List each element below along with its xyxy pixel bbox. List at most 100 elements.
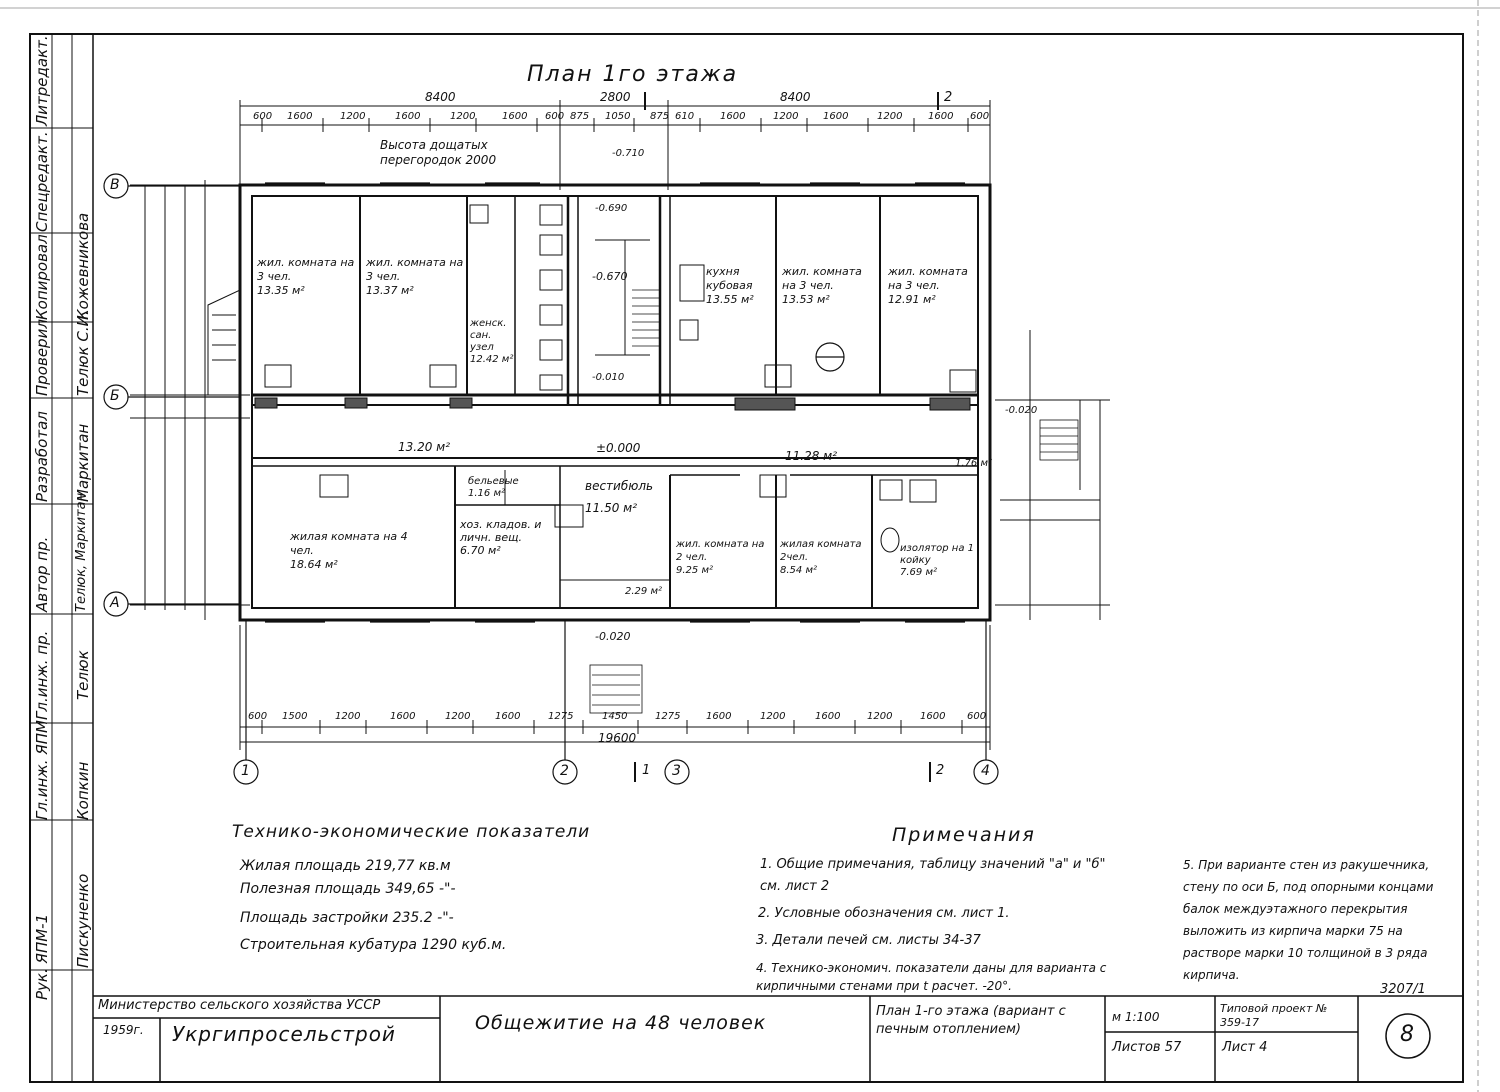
- project-name: Общежитие на 48 человек: [475, 1012, 767, 1034]
- notes-heading: Примечания: [892, 824, 1036, 846]
- room-label: жилая комната 2чел.8.54 м²: [780, 539, 862, 576]
- stamp-role-3: Гл.инж. пр.: [33, 630, 51, 720]
- stamp-role-1: Рук. ЯПМ-1: [33, 913, 51, 1000]
- level-mark: -0.020: [1005, 405, 1038, 416]
- porch-left: [207, 289, 241, 396]
- dim-bottom-overall: 19600: [598, 731, 637, 745]
- dim-top-right: 8400: [780, 90, 811, 104]
- dim-top-seg: 1600: [287, 111, 313, 122]
- dim-bottom-seg: 1600: [495, 711, 521, 722]
- side-stamp-grid: [30, 127, 93, 971]
- sheets-total: Листов 57: [1112, 1040, 1182, 1055]
- dim-bottom-seg: 1600: [706, 711, 732, 722]
- stamp-name-4: Телюк, Маркитан: [74, 492, 89, 612]
- drawing-title: План 1го этажа: [527, 62, 739, 87]
- dim-bottom-seg: 1450: [602, 711, 628, 722]
- dim-bottom-seg: 1200: [760, 711, 786, 722]
- window-openings: [265, 182, 965, 623]
- note-item: 3. Детали печей см. листы 34-37: [756, 933, 981, 948]
- dim-top-seg: 600: [545, 111, 565, 122]
- dim-top-middle: 2800: [600, 90, 631, 104]
- corridor-area: 13.20 м²: [398, 440, 451, 454]
- stair-treads: [589, 289, 1079, 714]
- stamp-name-7: Кожевникова: [74, 212, 92, 320]
- room-label: жил. комната на 3 чел.13.53 м²: [782, 265, 862, 306]
- dim-bottom-seg: 1500: [282, 711, 308, 722]
- dim-top-seg: 600: [253, 111, 273, 122]
- dim-top-seg: 1200: [773, 111, 799, 122]
- tep-heading: Технико-экономические показатели: [232, 822, 591, 842]
- year: 1959г.: [103, 1023, 144, 1037]
- drawing-code: 3207/1: [1380, 982, 1426, 997]
- dim-top-seg: 1600: [823, 111, 849, 122]
- tep-row: Строительная кубатура 1290 куб.м.: [240, 937, 507, 953]
- dim-top-seg: 875: [650, 111, 670, 122]
- corridor-area: 2.29 м²: [625, 586, 662, 597]
- dim-bottom-seg: 600: [967, 711, 987, 722]
- stove-hatches: [254, 364, 977, 528]
- room-label: жил. комната на 3 чел.13.37 м²: [366, 256, 464, 297]
- stamp-role-8: Спецредакт.: [33, 131, 51, 232]
- room-label: жил. комната на 3 чел.13.35 м²: [257, 256, 355, 297]
- tep-row: Площадь застройки 235.2 -"-: [240, 910, 454, 926]
- page-number: 8: [1400, 1022, 1414, 1047]
- axis-number-3: 3: [672, 763, 681, 779]
- stamp-name-6: Телюк С.И.: [74, 310, 92, 396]
- dim-top-seg: 1600: [720, 111, 746, 122]
- dim-top-seg: 1600: [395, 111, 421, 122]
- corridor-area: 1.76 м²: [955, 458, 992, 469]
- stamp-name-3: Телюк: [74, 650, 92, 700]
- section-mark-2: 2: [936, 763, 945, 778]
- room-label: жилая комната на 4 чел.18.64 м²: [290, 530, 408, 571]
- stamp-role-7: Копировал: [33, 234, 51, 320]
- note-item: 2. Условные обозначения см. лист 1.: [758, 906, 1010, 921]
- stamp-name-5: Маркитан: [74, 423, 92, 502]
- dimension-lines-left: [130, 180, 250, 620]
- level-mark: -0.020: [595, 630, 631, 643]
- dimension-lines-right: [995, 330, 1110, 620]
- room-label: жил. комната на 2 чел.9.25 м²: [676, 539, 765, 576]
- dim-bottom-seg: 600: [248, 711, 268, 722]
- tep-row: Полезная площадь 349,65 -"-: [240, 881, 456, 897]
- level-mark: ±0.000: [596, 441, 641, 455]
- note-item: 1. Общие примечания, таблицу значений "а…: [760, 857, 1106, 894]
- stamp-name-1: Пискуненко: [74, 873, 92, 968]
- note-item-5: 5. При варианте стен из ракушечника, сте…: [1183, 858, 1434, 982]
- typical-project: Типовой проект № 359-17: [1220, 1002, 1328, 1029]
- axis-markers: [103, 173, 999, 785]
- drawing-name: План 1-го этажа (вариант с печным отопле…: [876, 1004, 1066, 1037]
- stamp-name-2: Копкин: [74, 761, 92, 820]
- level-mark: -0.010: [592, 372, 625, 383]
- stamp-role-9: Литредакт.: [33, 35, 51, 126]
- section-mark-1: 1: [642, 763, 651, 778]
- partition-note: Высота дощатых перегородок 2000: [380, 138, 497, 167]
- note-item: 4. Технико-экономич. показатели даны для…: [756, 961, 1107, 993]
- dim-top-seg: 1600: [928, 111, 954, 122]
- dim-top-seg: 600: [970, 111, 990, 122]
- dim-bottom-seg: 1200: [445, 711, 471, 722]
- axis-number-1: 1: [241, 763, 250, 779]
- stamp-role-2: Гл.инж. ЯПМ: [33, 720, 51, 820]
- dim-top-seg: 1600: [502, 111, 528, 122]
- dim-bottom-seg: 1600: [815, 711, 841, 722]
- stamp-role-6: Проверил: [33, 319, 51, 396]
- stamp-role-5: Разработал: [33, 411, 51, 502]
- room-label: хоз. кладов. и личн. вещ.6.70 м²: [460, 518, 542, 557]
- tep-row: Жилая площадь 219,77 кв.м: [240, 858, 451, 874]
- room-label: жил. комната на 3 чел.12.91 м²: [888, 265, 968, 306]
- ministry-name: Министерство сельского хозяйства УССР: [98, 998, 381, 1013]
- sanitary-fixtures: [469, 204, 903, 553]
- stamp-role-4: Автор пр.: [33, 536, 51, 612]
- dimension-ticks-top: [261, 118, 969, 132]
- corridor-area: 11.28 м²: [785, 449, 838, 463]
- section-mark-top: 2: [944, 90, 953, 105]
- dim-top-seg: 1200: [450, 111, 476, 122]
